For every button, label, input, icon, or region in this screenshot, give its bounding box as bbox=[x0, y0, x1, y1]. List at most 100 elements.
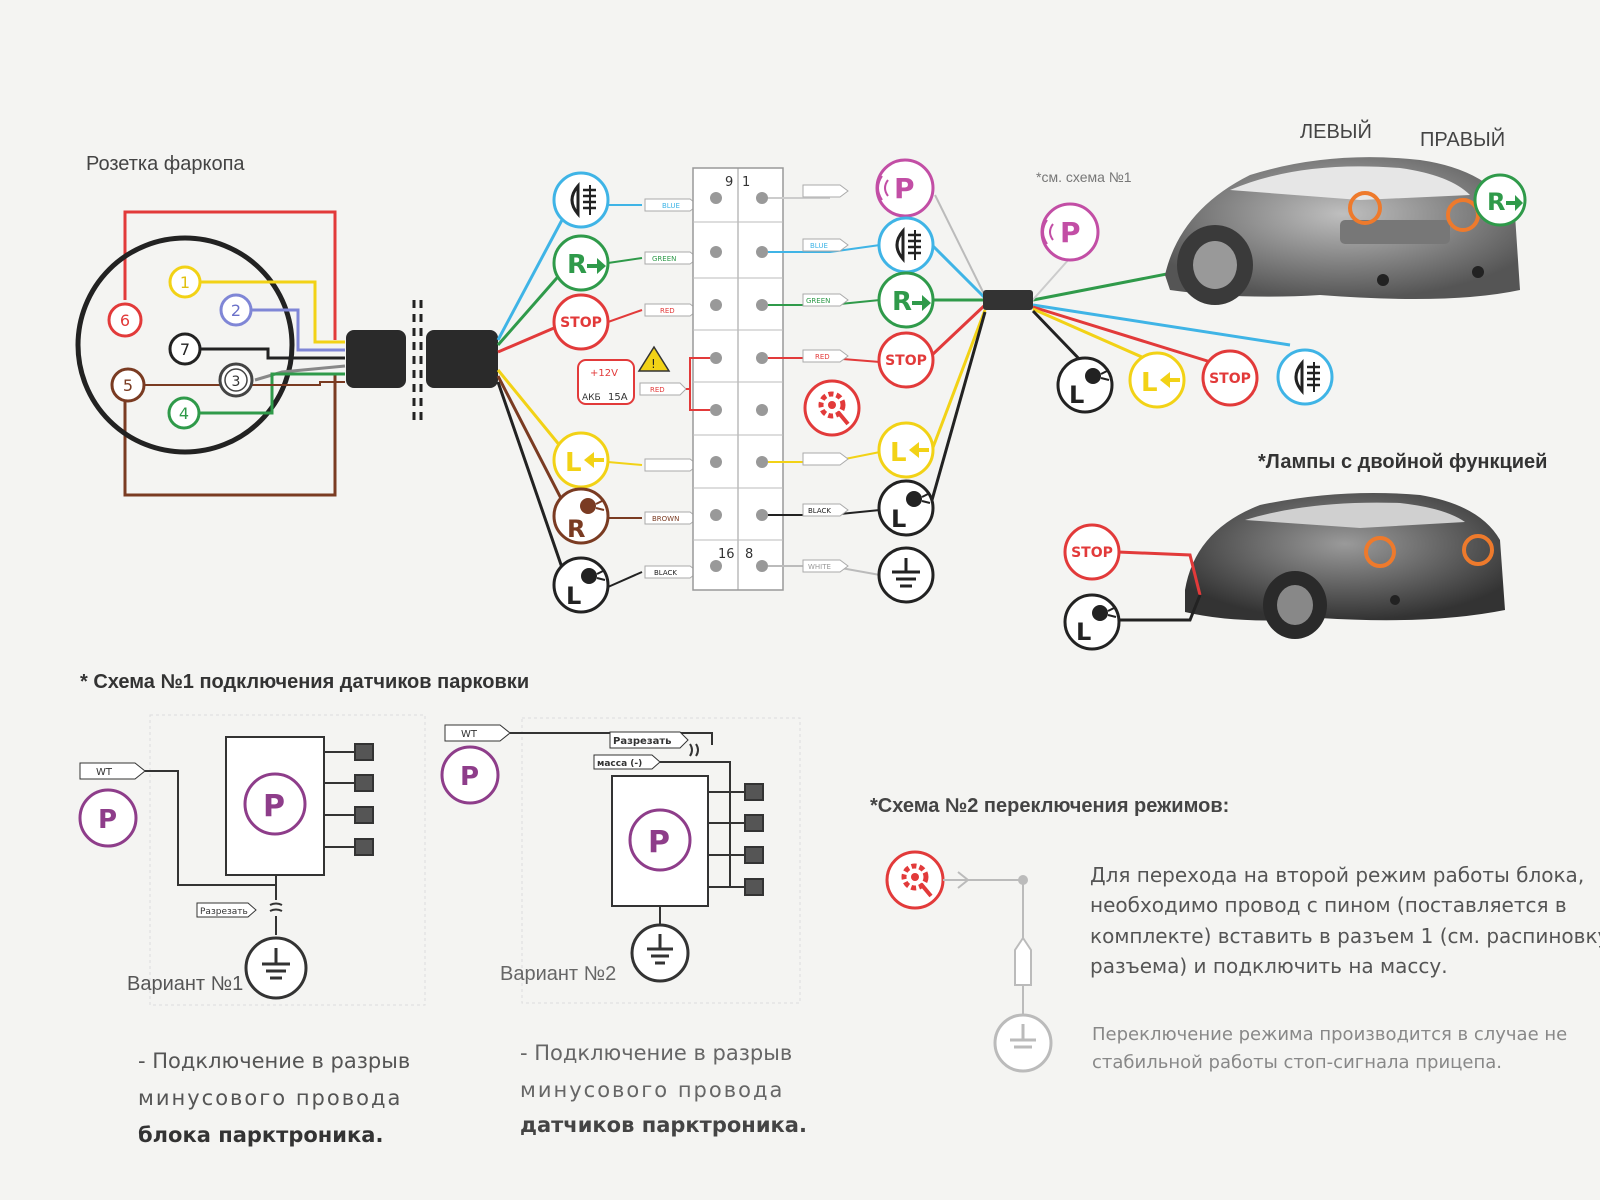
svg-text:1: 1 bbox=[180, 273, 190, 292]
car-left-label: ЛЕВЫЙ bbox=[1300, 119, 1372, 143]
svg-text:L: L bbox=[1141, 368, 1158, 398]
svg-text:- Подключение в разрыв: - Подключение в разрыв bbox=[138, 1049, 410, 1073]
left-turn-icon-right: L bbox=[877, 421, 935, 479]
socket-ring bbox=[75, 235, 295, 455]
svg-text:STOP: STOP bbox=[1071, 545, 1113, 561]
double-lamp-wires bbox=[1117, 550, 1202, 622]
scheme2-text: Для перехода на второй режим работы блок… bbox=[1090, 863, 1600, 978]
reverse-icon-car: R bbox=[1473, 173, 1527, 227]
svg-text:L: L bbox=[1076, 618, 1091, 646]
side-light-l-icon-right: L bbox=[877, 479, 935, 537]
svg-text:STOP: STOP bbox=[1209, 371, 1251, 387]
svg-text:+12V: +12V bbox=[590, 368, 618, 379]
parktronic-icon-car: P bbox=[1040, 202, 1100, 262]
svg-text:RED: RED bbox=[650, 386, 665, 394]
svg-text:GREEN: GREEN bbox=[652, 255, 676, 263]
svg-text:стабильной работы стоп-сигнала: стабильной работы стоп-сигнала прицепа. bbox=[1092, 1052, 1502, 1073]
left-turn-icon-car: L bbox=[1128, 351, 1186, 409]
svg-text:L: L bbox=[566, 582, 581, 610]
socket-pin-5: 5 bbox=[110, 367, 146, 403]
svg-text:WT: WT bbox=[96, 767, 113, 778]
reverse-icon-left: R bbox=[552, 234, 610, 292]
scheme1-title: * Схема №1 подключения датчиков парковки bbox=[80, 671, 529, 693]
svg-text:АКБ: АКБ bbox=[582, 393, 601, 403]
svg-text:BROWN: BROWN bbox=[652, 515, 679, 523]
variant1-label: Вариант №1 bbox=[127, 973, 243, 995]
warning-icon bbox=[637, 345, 671, 372]
socket-pin-2: 2 bbox=[219, 293, 253, 327]
pin-9-label: 9 bbox=[725, 175, 733, 190]
svg-text:датчиков парктроника.: датчиков парктроника. bbox=[520, 1113, 807, 1137]
pin-16-label: 16 bbox=[718, 547, 735, 562]
svg-text:3: 3 bbox=[232, 374, 241, 390]
svg-text:масса (-): масса (-) bbox=[597, 759, 642, 769]
cable-plug bbox=[346, 300, 498, 420]
trailer-socket bbox=[75, 210, 346, 497]
stop-icon-left: STOP bbox=[552, 293, 610, 351]
socket-title: Розетка фаркопа bbox=[86, 153, 245, 175]
ground-icon-right bbox=[877, 546, 935, 604]
connector-block: 9 1 16 8 bbox=[692, 167, 784, 591]
svg-text:BLUE: BLUE bbox=[662, 202, 680, 210]
svg-text:минусового провода: минусового провода bbox=[138, 1086, 402, 1110]
variant1-caption: - Подключение в разрыв минусового провод… bbox=[138, 1049, 410, 1147]
svg-text:необходимо провод с пином (пос: необходимо провод с пином (поставляется … bbox=[1090, 893, 1567, 917]
car-rear-top bbox=[1165, 157, 1520, 305]
svg-text:блока парктроника.: блока парктроника. bbox=[138, 1123, 383, 1147]
svg-text:Переключение режима производит: Переключение режима производится в случа… bbox=[1092, 1024, 1567, 1045]
svg-text:P: P bbox=[1060, 216, 1081, 249]
stop-icon-car: STOP bbox=[1201, 349, 1259, 407]
svg-text:разъема) и подключить на массу: разъема) и подключить на массу. bbox=[1090, 954, 1448, 978]
battery-fuse: +12V АКБ 15A ! RED bbox=[577, 345, 710, 411]
svg-text:L: L bbox=[890, 438, 907, 468]
svg-text:15A: 15A bbox=[608, 392, 628, 403]
svg-text:4: 4 bbox=[179, 404, 189, 423]
svg-text:!: ! bbox=[651, 357, 656, 371]
svg-text:Для перехода на второй режим р: Для перехода на второй режим работы блок… bbox=[1090, 863, 1584, 887]
side-light-l-icon-left: L bbox=[552, 556, 610, 614]
svg-text:L: L bbox=[1069, 381, 1084, 409]
svg-text:P: P bbox=[648, 825, 670, 860]
socket-pin-7: 7 bbox=[168, 332, 202, 366]
socket-pin-3: 3 bbox=[218, 362, 254, 398]
reverse-icon-right: R bbox=[877, 271, 935, 329]
stop-icon-right: STOP bbox=[877, 331, 935, 389]
svg-text:P: P bbox=[263, 789, 285, 824]
double-lamps-title: *Лампы с двойной функцией bbox=[1258, 451, 1547, 473]
fog-lamp-icon-left bbox=[552, 171, 610, 229]
wire-tags-right: BLUE GREEN RED BLACK WHITE bbox=[802, 184, 849, 573]
variant2-caption: - Подключение в разрыв минусового провод… bbox=[520, 1041, 807, 1137]
car-rear-bottom bbox=[1185, 492, 1505, 639]
see-scheme-note: *см. схема №1 bbox=[1036, 169, 1132, 185]
svg-text:STOP: STOP bbox=[885, 353, 927, 369]
svg-text:R: R bbox=[567, 515, 585, 543]
stop-icon-double: STOP bbox=[1063, 523, 1121, 581]
svg-text:L: L bbox=[891, 505, 906, 533]
svg-text:STOP: STOP bbox=[560, 315, 602, 331]
svg-text:R: R bbox=[892, 287, 912, 317]
wire-tags-left: BLUE GREEN RED BROWN BLACK bbox=[644, 198, 699, 579]
svg-text:RED: RED bbox=[660, 307, 675, 315]
svg-text:6: 6 bbox=[120, 311, 130, 330]
svg-text:- Подключение в разрыв: - Подключение в разрыв bbox=[520, 1041, 792, 1065]
left-turn-icon-left: L bbox=[552, 431, 610, 489]
svg-text:WT: WT bbox=[461, 729, 478, 740]
svg-text:минусового провода: минусового провода bbox=[520, 1078, 784, 1102]
svg-text:RED: RED bbox=[815, 353, 830, 361]
socket-pin-6: 6 bbox=[107, 302, 143, 338]
svg-text:P: P bbox=[98, 805, 117, 835]
svg-text:Разрезать: Разрезать bbox=[200, 907, 248, 917]
rear-fog-r-icon: R bbox=[552, 487, 610, 545]
socket-pin-4: 4 bbox=[167, 396, 201, 430]
variant2-diagram: WT P Разрезать масса (-) P bbox=[440, 717, 801, 1004]
svg-text:BLACK: BLACK bbox=[654, 569, 677, 577]
svg-text:P: P bbox=[894, 172, 915, 205]
scheme2-title: *Схема №2 переключения режимов: bbox=[870, 795, 1229, 817]
svg-text:L: L bbox=[565, 448, 582, 478]
car-right-label: ПРАВЫЙ bbox=[1420, 127, 1505, 151]
svg-text:2: 2 bbox=[231, 301, 241, 320]
fog-lamp-icon-car bbox=[1276, 348, 1334, 406]
side-light-icon-car: L bbox=[1056, 356, 1114, 414]
svg-text:7: 7 bbox=[180, 340, 190, 359]
